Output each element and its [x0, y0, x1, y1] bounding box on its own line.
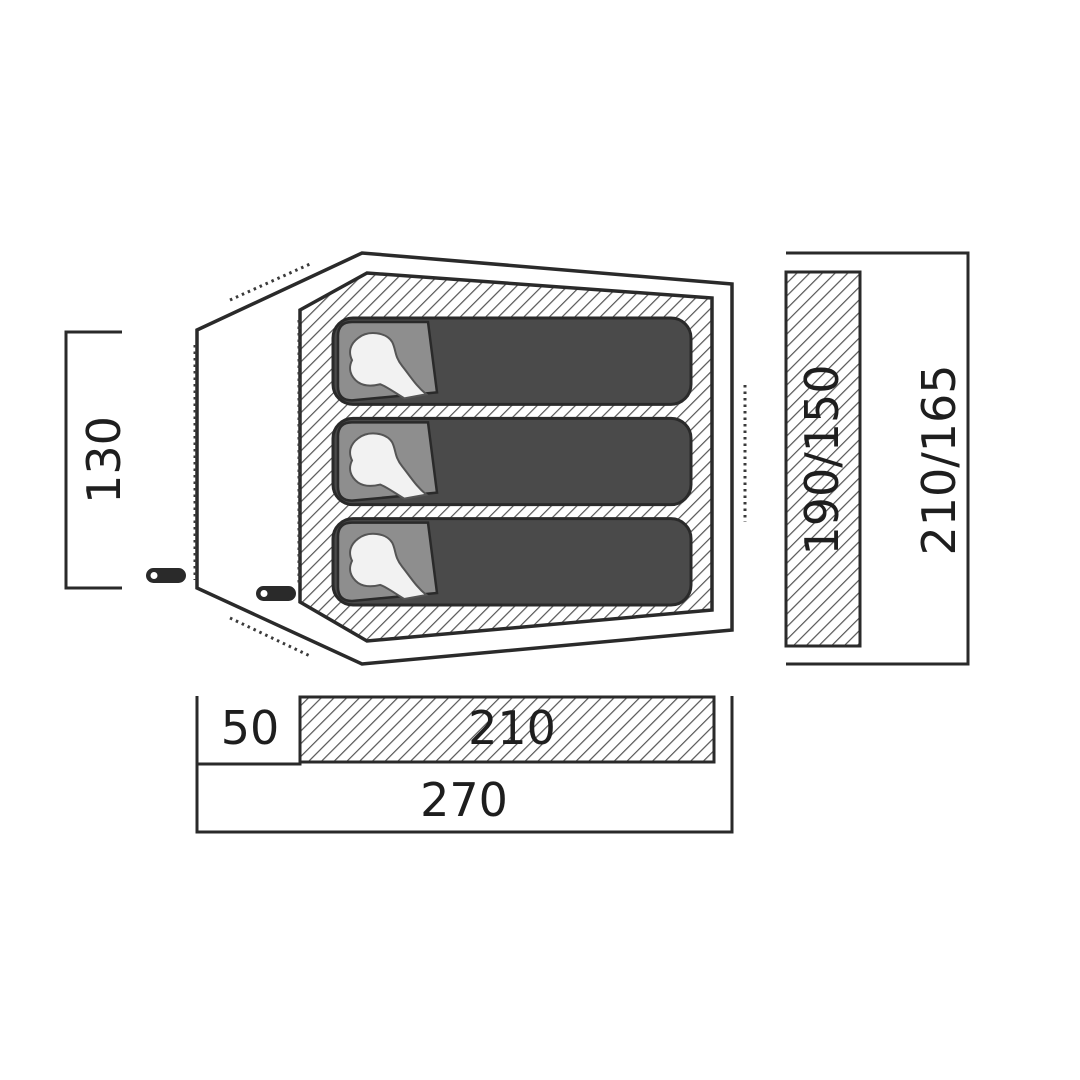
inner-width-hatch-bar: [784, 270, 862, 648]
inner-length-hatch-bar: [298, 695, 716, 764]
total-length-bracket: [195, 696, 734, 834]
entrance-width-label: 130: [77, 416, 131, 504]
inner-length-label: 210: [468, 701, 556, 755]
sleeping-berths: [331, 316, 693, 607]
peg-icon-left: [146, 568, 186, 583]
total-length-label: 270: [420, 773, 508, 827]
vent-top-left: [229, 262, 311, 302]
porch-depth-label: 50: [221, 701, 280, 755]
vent-bottom-left: [229, 616, 311, 658]
inner-width-label: 190/150: [795, 364, 849, 555]
peg-icon-right: [256, 586, 296, 601]
total-width-label: 210/165: [912, 364, 966, 555]
entrance-width-bracket: [64, 330, 122, 590]
tent-outer-outline: [195, 251, 734, 666]
total-width-bracket: [786, 251, 970, 666]
